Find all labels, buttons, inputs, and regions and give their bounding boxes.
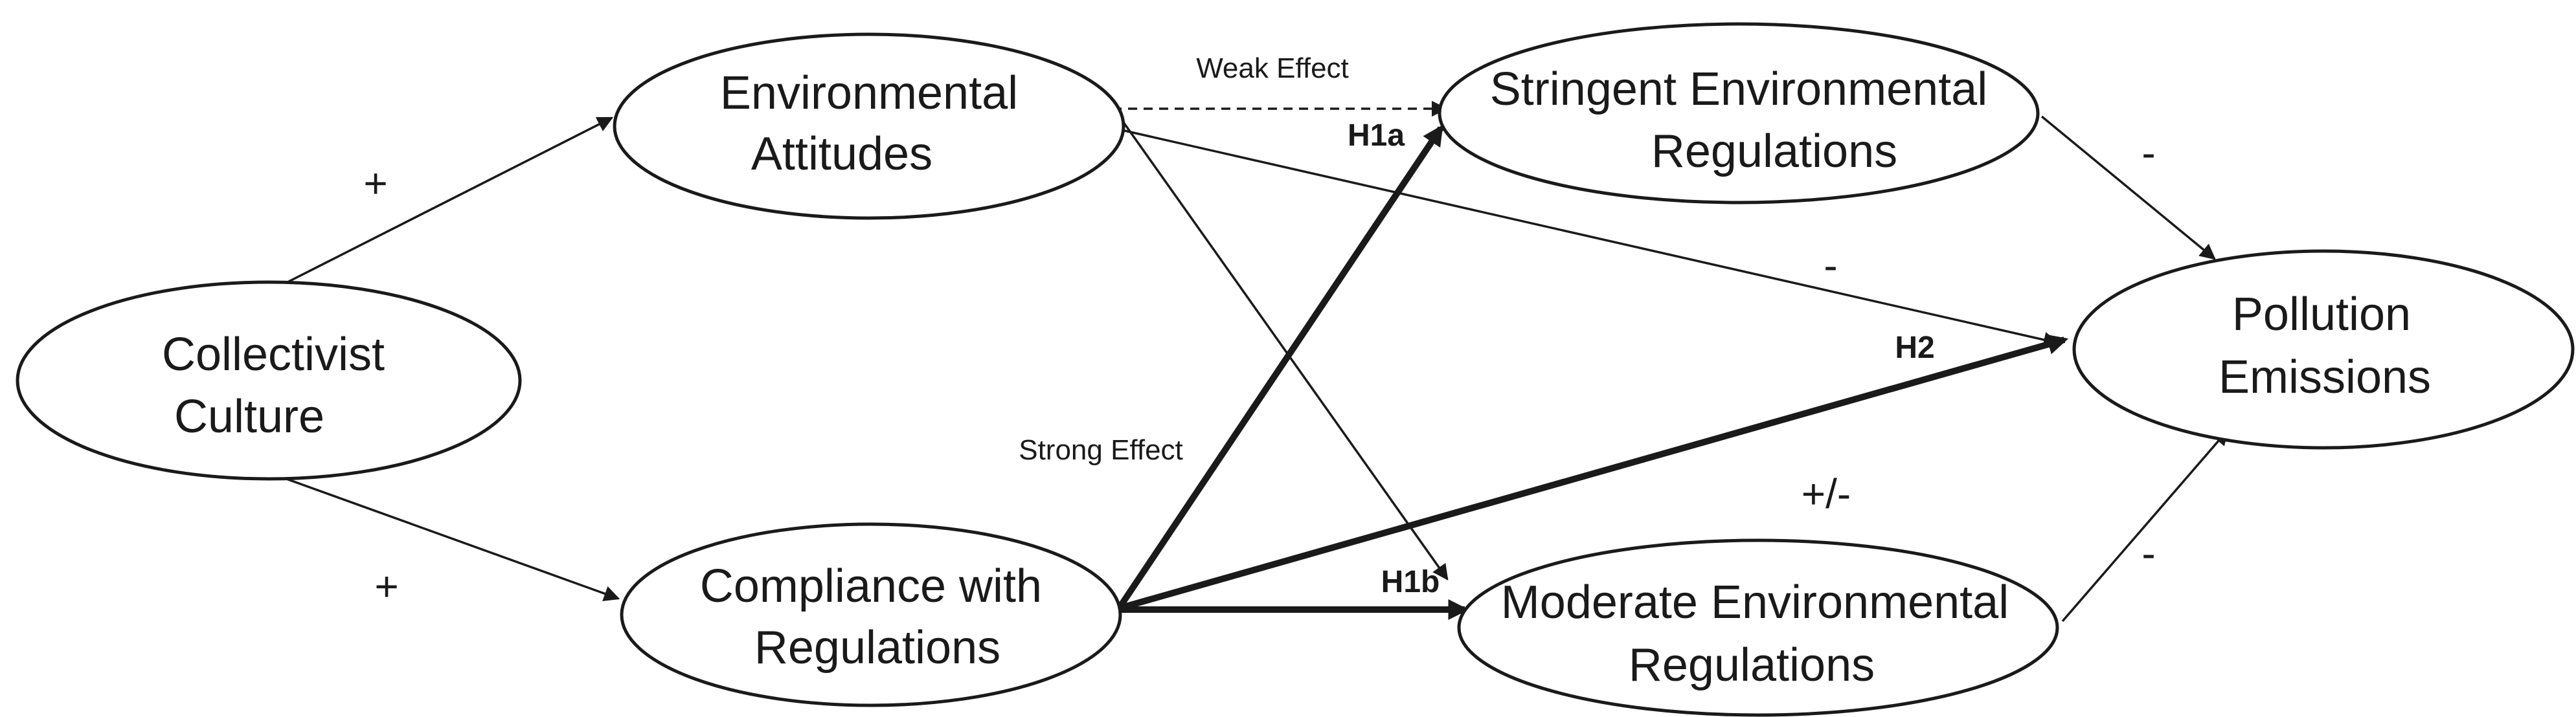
edge-moderate-to-emissions [2061,429,2229,623]
weak-effect-label: Weak Effect [1196,52,1349,84]
node-moderate-line2: Regulations [1629,639,1875,691]
node-stringent-line2: Regulations [1651,126,1897,177]
sign-stringent-to-emissions: - [2141,129,2155,176]
node-pollution-line2: Emissions [2219,351,2431,403]
node-moderate-environmental-regulations: Moderate Environmental Regulations [1457,538,2059,717]
edge-compliance-to-emissions [1118,334,2069,612]
node-pollution-emissions: Pollution Emissions [2072,249,2575,450]
edge-attitudes-to-emissions [1118,128,2060,348]
node-environmental-attitudes-line1: Environmental [720,67,1018,119]
node-collectivist-culture-line1: Collectivist [162,329,385,381]
hypothesis-h1b-label: H1b [1381,565,1440,599]
node-stringent-environmental-regulations: Stringent Environmental Regulations [1438,22,2040,204]
node-environmental-attitudes: Environmental Attitudes [613,32,1125,220]
edge-culture-to-compliance [271,472,620,602]
edge-attitudes-to-moderate [1119,116,1449,580]
node-environmental-attitudes-line2: Attitudes [751,128,932,180]
edge-compliance-to-stringent-strong [1116,124,1444,610]
node-collectivist-culture: Collectivist Culture [16,280,522,481]
edge-stringent-to-emissions [2040,115,2216,260]
node-compliance-line2: Regulations [754,622,1000,674]
sign-culture-to-attitudes: + [363,160,387,206]
sign-attitudes-to-emissions: - [1824,242,1837,289]
node-compliance-with-regulations: Compliance with Regulations [620,522,1122,707]
node-collectivist-culture-line2: Culture [174,391,324,443]
hypothesis-h1a-label: H1a [1348,118,1405,153]
sign-compliance-to-emissions: +/- [1802,470,1851,517]
node-moderate-line1: Moderate Environmental [1501,577,2009,628]
edge-culture-to-attitudes [284,116,614,285]
sign-moderate-to-emissions: - [2141,530,2155,577]
node-compliance-line1: Compliance with [700,560,1042,612]
hypothesis-h2-label: H2 [1895,331,1934,365]
strong-effect-label: Strong Effect [1019,434,1183,466]
node-pollution-line1: Pollution [2232,289,2411,340]
sign-culture-to-compliance: + [374,563,398,610]
node-stringent-line1: Stringent Environmental [1490,63,1987,115]
